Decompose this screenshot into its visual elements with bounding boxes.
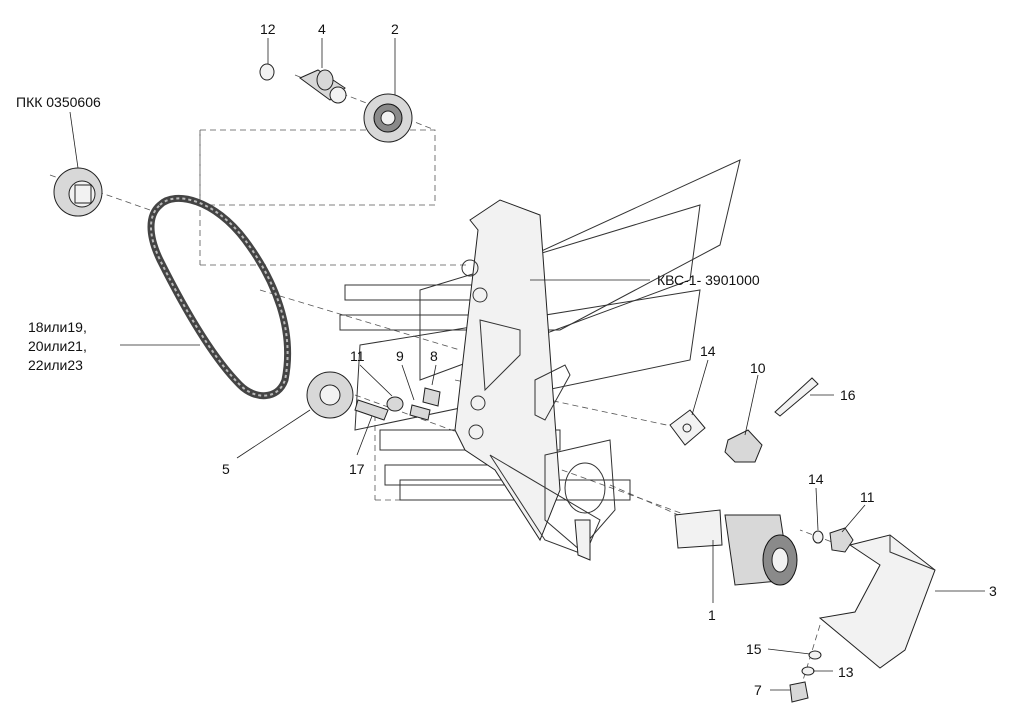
label-8: 8 (430, 348, 438, 364)
label-11b: 11 (860, 489, 875, 505)
label-14b: 14 (808, 471, 824, 487)
cover-assembly (339, 159, 741, 561)
label-15: 15 (746, 641, 762, 657)
pin-17-shape (354, 399, 389, 421)
label-3: 3 (989, 583, 997, 599)
label-2: 2 (391, 21, 399, 37)
washer-14b-shape (812, 530, 824, 544)
bracket-3-shape (818, 534, 936, 669)
label-chain-line1: 18или19, (28, 319, 87, 335)
pin-9-shape (409, 404, 431, 421)
nut-10-shape (724, 429, 763, 463)
label-chain-line2: 20или21, (28, 338, 87, 354)
label-10: 10 (750, 360, 766, 376)
tensioner-small-parts (669, 377, 819, 463)
washer-15-shape (808, 650, 822, 660)
label-chain: 18или19, 20или21, 22или23 (28, 318, 87, 375)
label-4: 4 (318, 21, 326, 37)
label-11a: 11 (350, 348, 365, 364)
lower-sprocket-parts (306, 371, 441, 421)
bolt-7-shape (789, 681, 809, 703)
assembly-axis-lines (49, 74, 841, 691)
bearing-fasteners (812, 527, 854, 553)
label-chain-line3: 22или23 (28, 357, 83, 373)
label-14a: 14 (700, 343, 716, 359)
label-13: 13 (838, 664, 854, 680)
label-pkk: ПКК 0350606 (16, 94, 101, 110)
label-1: 1 (708, 607, 716, 623)
label-12: 12 (260, 21, 276, 37)
axle-4-shape (299, 69, 347, 104)
cotter-pin-16-shape (774, 377, 819, 417)
drive-sprocket-shape (53, 167, 103, 217)
label-17: 17 (349, 461, 365, 477)
label-16: 16 (840, 387, 856, 403)
sprocket-2-shape (363, 93, 413, 143)
washer-13-shape (801, 666, 815, 676)
label-5: 5 (222, 461, 230, 477)
ring-12-shape (259, 63, 275, 81)
roller-chain-shape (147, 194, 292, 400)
bracket-fasteners (789, 650, 822, 703)
nut-11b-shape (829, 527, 854, 553)
upper-idler-parts (259, 63, 413, 143)
bushing-11-shape (386, 396, 404, 412)
label-7: 7 (754, 682, 762, 698)
shaft-bearing-1-shape (674, 509, 798, 586)
label-9: 9 (396, 348, 404, 364)
pin-8-shape (422, 387, 441, 407)
label-kvs: КВС-1- 3901000 (657, 272, 760, 288)
leader-lines (69, 38, 985, 691)
